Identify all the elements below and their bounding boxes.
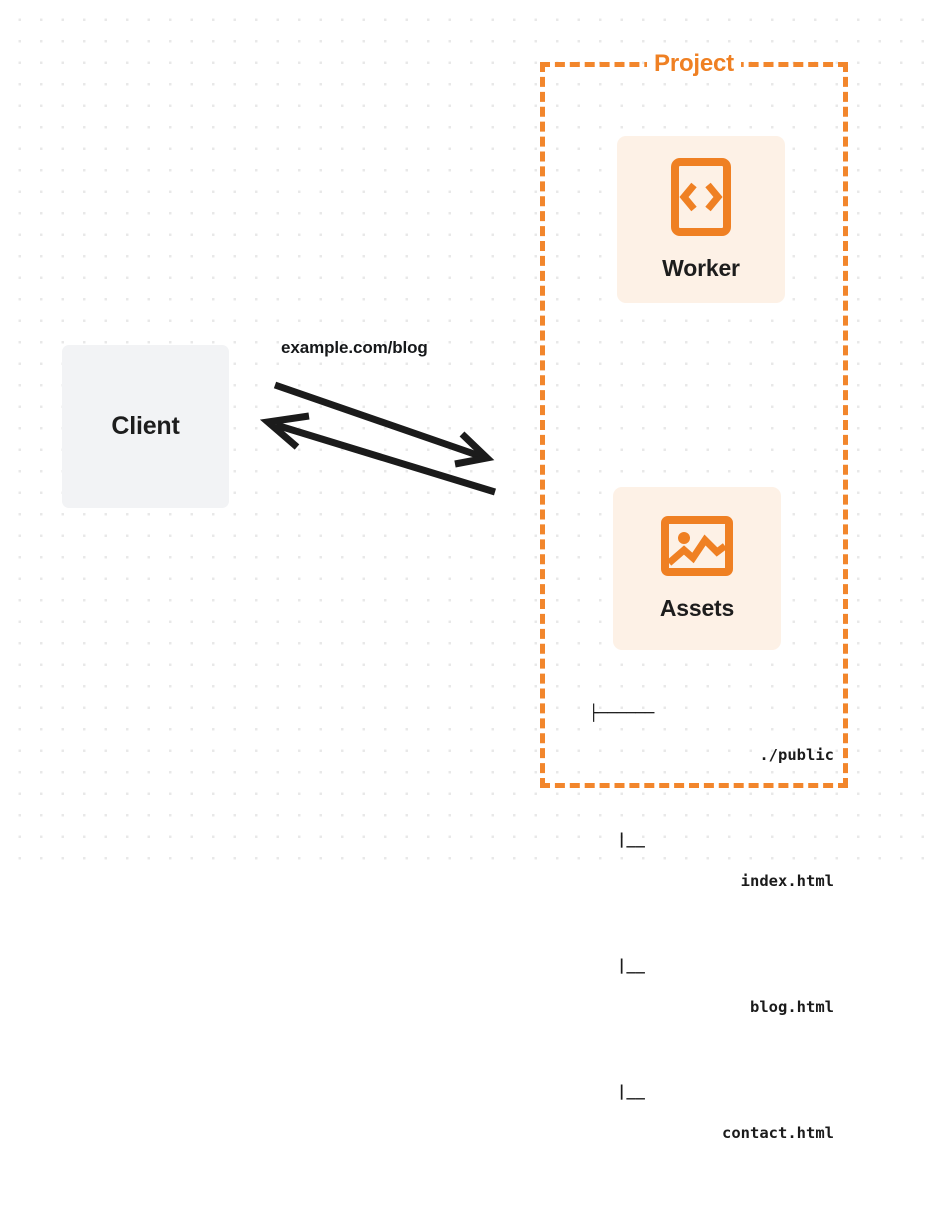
client-label: Client	[111, 412, 180, 440]
file-tree-row: |__ blog.html	[589, 955, 834, 1039]
tree-branch-glyph: |__	[589, 830, 645, 848]
tree-row-text: index.html	[740, 872, 834, 890]
request-arrow	[273, 381, 495, 468]
file-tree: ├────── ./public |__ index.html |__ blog…	[589, 661, 834, 1207]
tree-row-text: contact.html	[722, 1124, 834, 1142]
client-node[interactable]: Client	[62, 345, 229, 508]
code-brackets-icon	[670, 157, 732, 237]
response-arrow	[259, 412, 497, 496]
file-tree-row: ├────── ./public	[589, 703, 834, 787]
tree-row-text: blog.html	[750, 998, 834, 1016]
assets-label: Assets	[659, 595, 735, 621]
project-container: Project Worker Assets	[540, 50, 848, 1142]
tree-branch-glyph: ├──────	[589, 704, 655, 722]
worker-card[interactable]: Worker	[617, 136, 785, 303]
diagram-canvas: Client example.com/blog Project	[0, 0, 938, 1142]
assets-card[interactable]: Assets	[613, 487, 781, 650]
file-tree-row: |__ index.html	[589, 829, 834, 913]
tree-branch-glyph: |__	[589, 956, 645, 974]
file-tree-row: |__ contact.html	[589, 1081, 834, 1165]
worker-label: Worker	[662, 255, 740, 281]
tree-row-text: ./public	[759, 746, 834, 764]
image-picture-icon	[660, 515, 734, 577]
project-title: Project	[647, 50, 741, 78]
tree-branch-glyph: |__	[589, 1082, 645, 1100]
connection-url-label: example.com/blog	[281, 338, 428, 357]
